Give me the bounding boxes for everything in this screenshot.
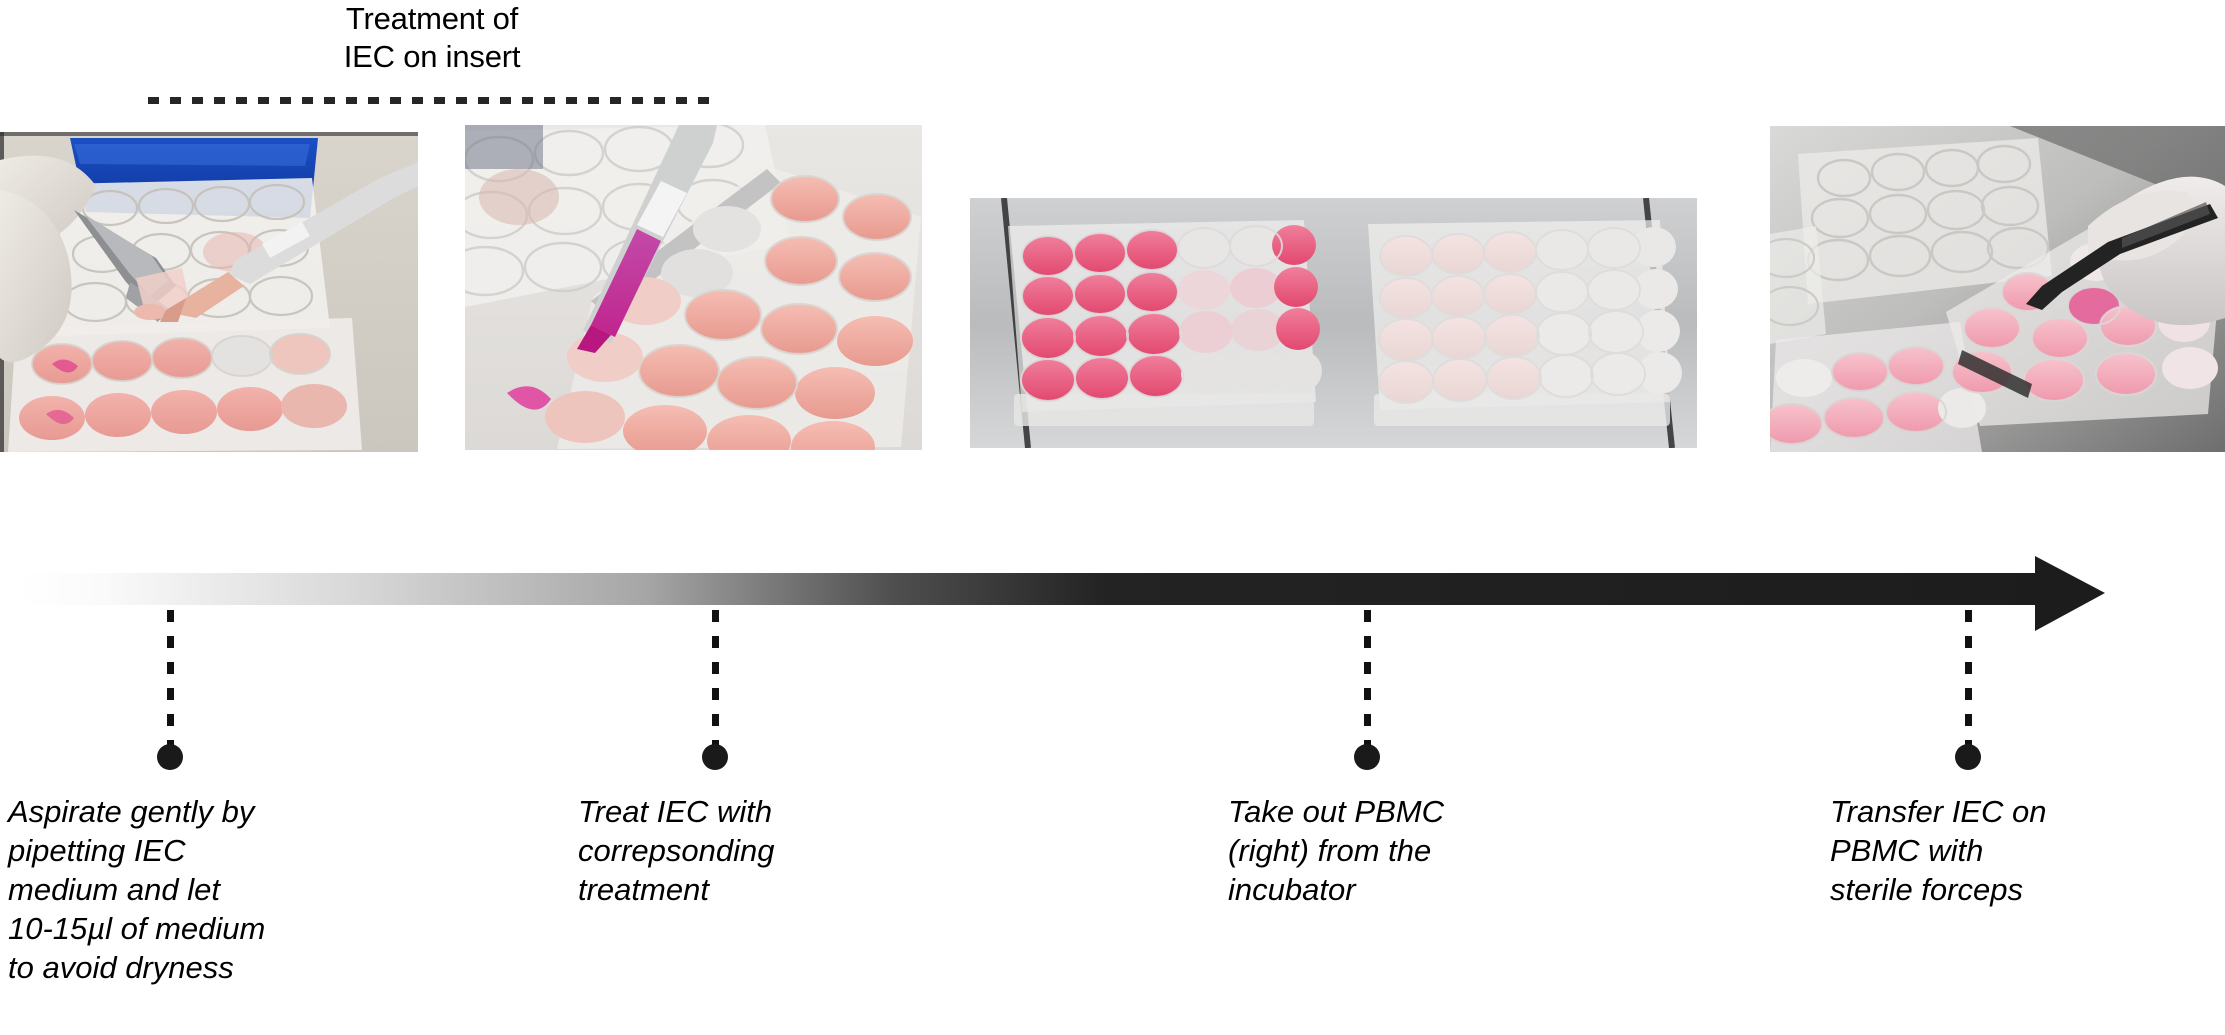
photo-transfer-forceps-art [1770, 126, 2225, 452]
photo-aspirate-insert [0, 132, 418, 452]
figure-title-line-1: Treatment of [345, 1, 519, 36]
process-direction-arrow-art [20, 556, 2105, 631]
timeline-dropline-2 [712, 610, 719, 748]
figure-title-line-2: IEC on insert [343, 39, 521, 74]
timeline-marker-dot-3 [1354, 744, 1380, 770]
timeline-marker-dot-1 [157, 744, 183, 770]
timeline-dropline-1 [167, 610, 174, 748]
photo-two-plates-incubator-art [970, 198, 1697, 448]
step-caption-3: Take out PBMC (right) from the incubator [1228, 794, 1444, 907]
photo-two-plates-incubator [970, 198, 1697, 448]
process-direction-arrow [0, 548, 2225, 648]
photo-pipette-treatment [465, 125, 922, 450]
photo-aspirate-insert-art [0, 132, 418, 452]
step-caption-2: Treat IEC with correpsonding treatment [578, 794, 775, 907]
timeline-marker-dot-2 [702, 744, 728, 770]
step-caption-4: Transfer IEC on PBMC with sterile forcep… [1830, 794, 2047, 907]
step-caption-1: Aspirate gently by pipetting IEC medium … [8, 794, 266, 985]
photo-transfer-forceps [1770, 126, 2225, 452]
timeline-dropline-3 [1364, 610, 1371, 748]
timeline-dropline-4 [1965, 610, 1972, 748]
figure-title: Treatment of IEC on insert [282, 0, 582, 76]
photo-pipette-treatment-art [465, 125, 922, 450]
title-dashed-underline [148, 97, 716, 104]
timeline-marker-dot-4 [1955, 744, 1981, 770]
